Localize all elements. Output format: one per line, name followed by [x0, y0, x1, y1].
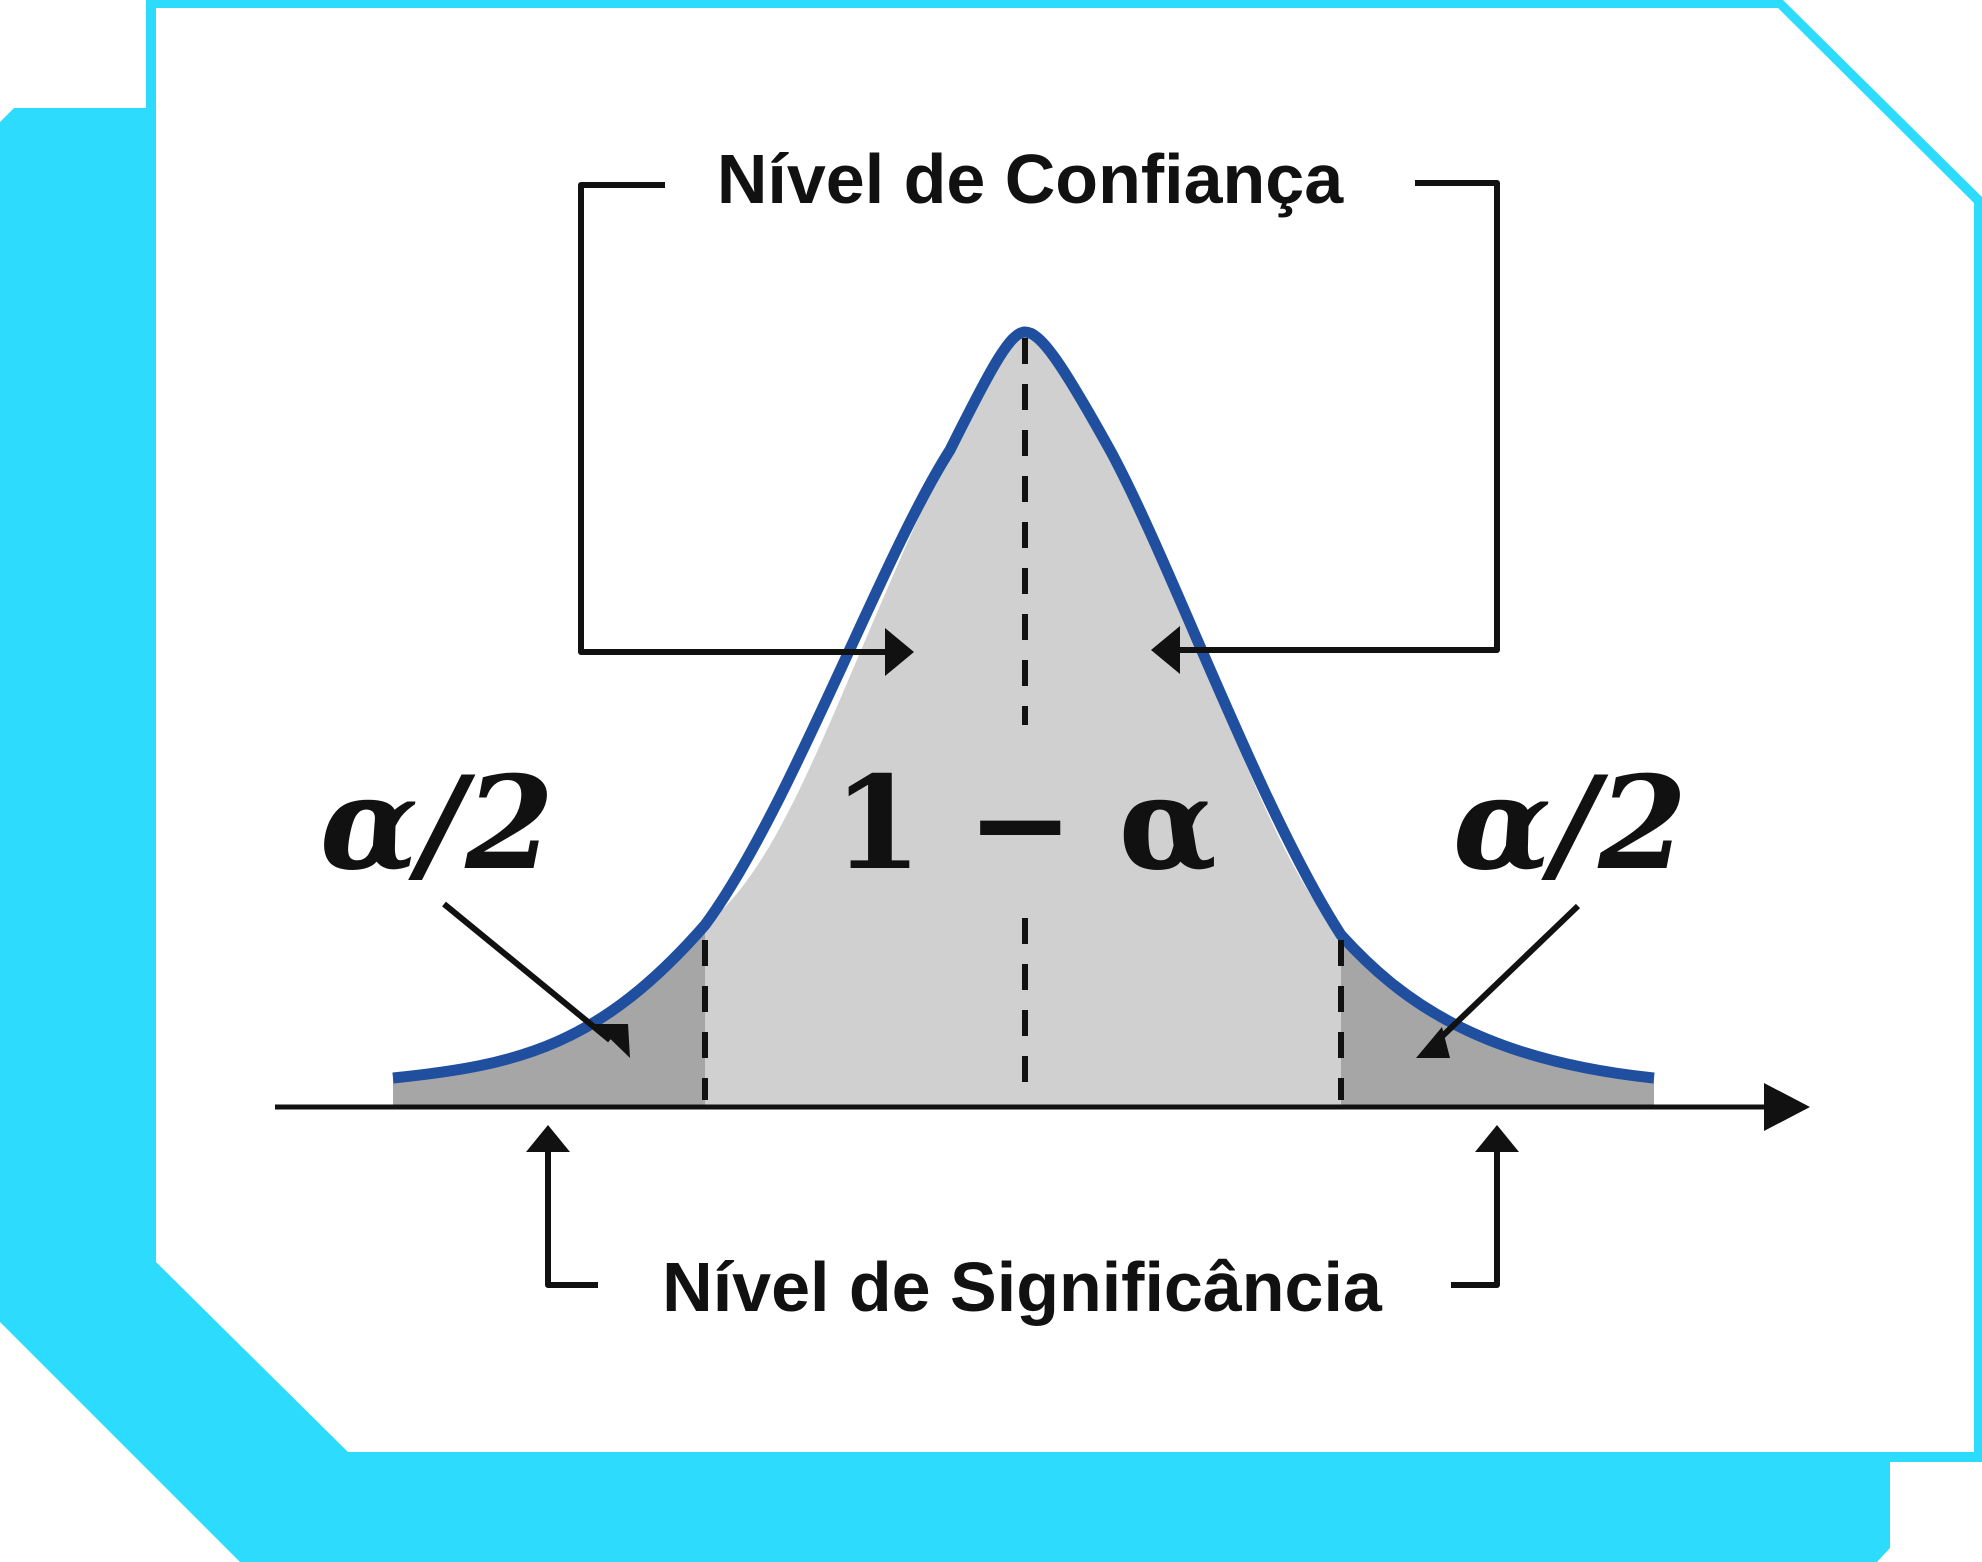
confidence-bracket-right	[1180, 180, 1500, 653]
right-tail-area	[1341, 935, 1654, 1106]
right-tail-pointer	[1427, 903, 1581, 1051]
left-tail-pointer	[442, 901, 612, 1043]
arrow-icon	[1151, 626, 1180, 674]
significance-bracket-left	[545, 1148, 598, 1288]
arrow-right-icon	[1764, 1083, 1810, 1131]
confidence-level-formula: 1 − α	[833, 749, 1217, 899]
arrow-icon	[1416, 1027, 1450, 1058]
arrow-icon	[595, 1024, 630, 1058]
arrow-icon	[1475, 1125, 1519, 1152]
frame-back-shape	[0, 108, 1890, 1562]
bell-curve	[392, 326, 1655, 1084]
arrow-icon	[885, 628, 914, 676]
left-tail-alpha-half: α/2	[320, 749, 554, 899]
arrow-icon	[526, 1125, 570, 1152]
confidence-label: Nível de Confiança	[717, 140, 1344, 218]
significance-bracket-right	[1451, 1148, 1500, 1288]
significance-label: Nível de Significância	[662, 1248, 1383, 1326]
confidence-bracket	[578, 182, 885, 655]
right-tail-alpha-half: α/2	[1453, 749, 1687, 899]
left-tail-area	[393, 925, 705, 1106]
